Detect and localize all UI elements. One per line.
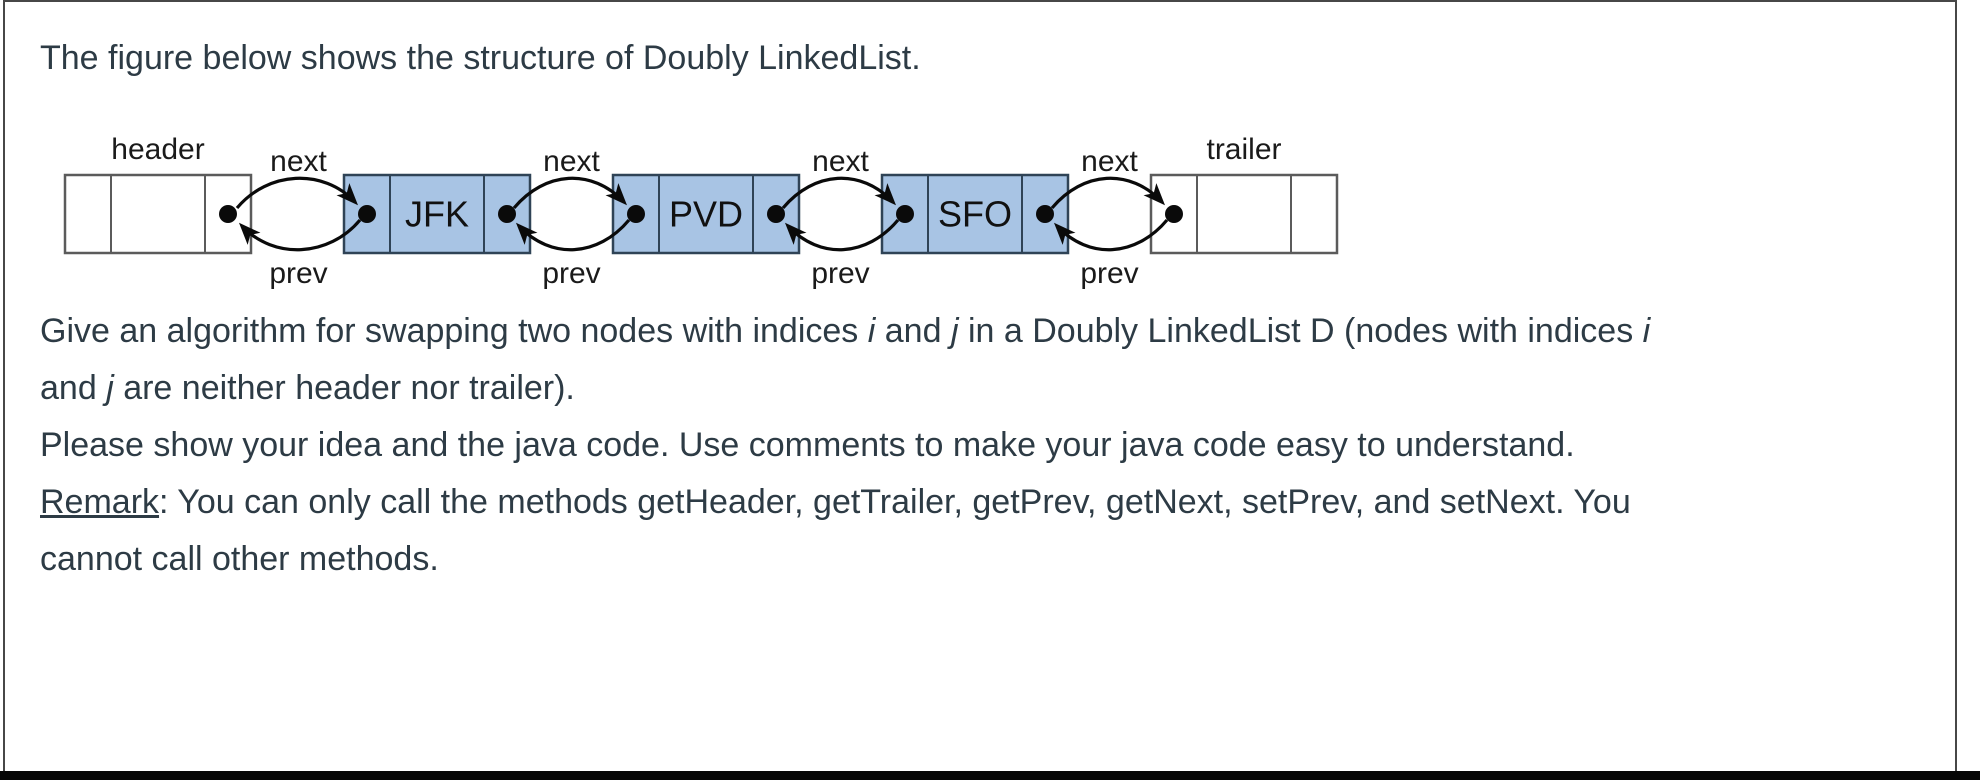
next-label: next bbox=[543, 145, 600, 178]
next-arrow bbox=[235, 176, 359, 210]
header-label: header bbox=[111, 133, 204, 166]
node-label: SFO bbox=[938, 194, 1012, 235]
question-content: The figure below shows the structure of … bbox=[40, 30, 1940, 588]
prev-arrow bbox=[1053, 218, 1169, 252]
panel-border-top bbox=[3, 0, 1957, 2]
panel-border-left bbox=[3, 0, 5, 773]
panel-border-bottom bbox=[0, 771, 1980, 780]
trailer-label: trailer bbox=[1206, 133, 1281, 166]
instruction-text: Please show your idea and the java code.… bbox=[40, 426, 1575, 464]
node-label: PVD bbox=[669, 194, 743, 235]
next-label: next bbox=[1081, 145, 1138, 178]
prev-arrow bbox=[238, 218, 362, 252]
panel-border-right bbox=[1955, 0, 1957, 773]
pointer-dot bbox=[767, 205, 785, 223]
pointer-dot bbox=[358, 205, 376, 223]
next-arrow bbox=[1050, 176, 1166, 210]
node-label: JFK bbox=[405, 194, 469, 235]
prev-arrow bbox=[515, 218, 631, 252]
next-label: next bbox=[270, 145, 327, 178]
prev-label: prev bbox=[1080, 257, 1138, 290]
next-arrow bbox=[512, 176, 628, 210]
pointer-dot bbox=[498, 205, 516, 223]
pointer-dot bbox=[627, 205, 645, 223]
prev-label: prev bbox=[811, 257, 869, 290]
prev-label: prev bbox=[269, 257, 327, 290]
next-label: next bbox=[812, 145, 869, 178]
pointer-dot bbox=[219, 205, 237, 223]
pointer-dot bbox=[1036, 205, 1054, 223]
next-arrow bbox=[781, 176, 897, 210]
intro-text: The figure below shows the structure of … bbox=[40, 39, 921, 77]
prev-arrow bbox=[784, 218, 900, 252]
pointer-dot bbox=[896, 205, 914, 223]
task-text: Give an algorithm for swapping two nodes… bbox=[40, 312, 1651, 407]
prev-label: prev bbox=[542, 257, 600, 290]
pointer-dot bbox=[1165, 205, 1183, 223]
remark-text: Remark: You can only call the methods ge… bbox=[40, 483, 1631, 578]
